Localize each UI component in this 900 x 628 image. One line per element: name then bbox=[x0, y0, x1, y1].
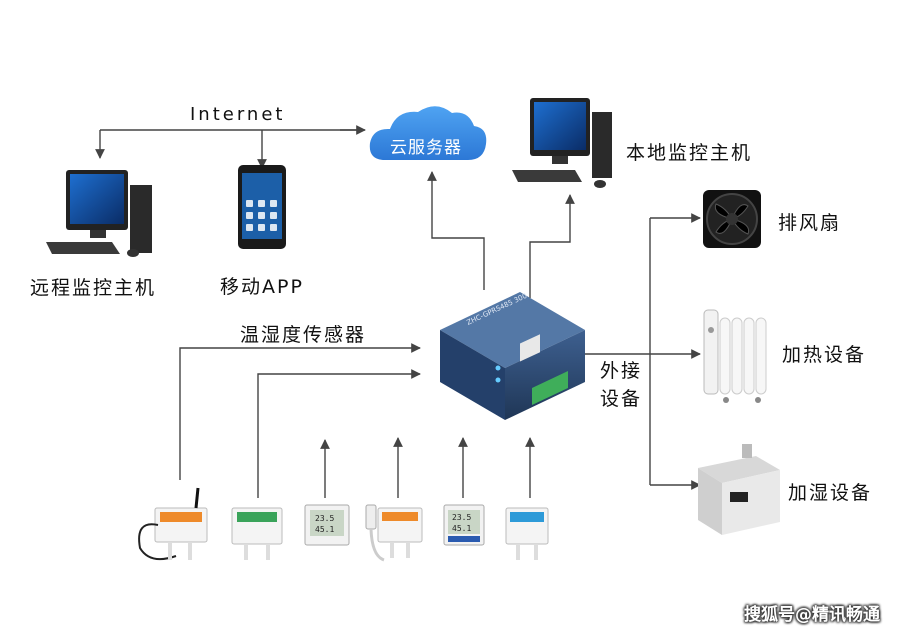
remote-host-computer-icon bbox=[46, 170, 152, 257]
humidifier-label: 加湿设备 bbox=[788, 482, 873, 504]
gateway-device-icon: ZHC-GPRS485 300 USRkolter bbox=[440, 285, 585, 420]
sensor-wired-icon bbox=[138, 487, 208, 561]
sensor-lcd-2-icon: 23.5 45.1 bbox=[443, 504, 485, 546]
humidifier-icon bbox=[698, 444, 780, 535]
heater-icon bbox=[703, 309, 767, 403]
heater-label: 加热设备 bbox=[782, 344, 867, 366]
exhaust-fan-icon bbox=[703, 190, 761, 248]
internet-label: Internet bbox=[190, 104, 286, 125]
sensor-green-label-icon bbox=[231, 507, 283, 560]
lcd2-bottom-value: 45.1 bbox=[452, 524, 471, 533]
cloud-server-label: 云服务器 bbox=[390, 138, 462, 158]
remote-host-label: 远程监控主机 bbox=[30, 277, 157, 299]
external-device-label-line2: 设备 bbox=[600, 388, 643, 410]
lcd1-bottom-value: 45.1 bbox=[315, 525, 334, 534]
sensor-blue-label-icon bbox=[505, 507, 549, 560]
mobile-phone-icon bbox=[238, 165, 286, 249]
lcd1-top-value: 23.5 bbox=[315, 514, 334, 523]
sensor-probe-icon bbox=[365, 504, 423, 562]
sensor-label: 温湿度传感器 bbox=[240, 324, 367, 346]
local-host-label: 本地监控主机 bbox=[626, 142, 753, 164]
external-device-label-line1: 外接 bbox=[600, 360, 643, 382]
mobile-app-label: 移动APP bbox=[220, 276, 304, 298]
lcd2-top-value: 23.5 bbox=[452, 513, 471, 522]
local-host-computer-icon bbox=[512, 98, 612, 188]
footer-strip bbox=[0, 594, 900, 628]
cloud-server-icon bbox=[369, 106, 487, 160]
sensor-lcd-1-icon: 23.5 45.1 bbox=[304, 504, 350, 546]
fan-label: 排风扇 bbox=[778, 212, 842, 234]
watermark: 搜狐号@精讯畅通 bbox=[744, 605, 880, 625]
connector-lines bbox=[95, 125, 701, 498]
